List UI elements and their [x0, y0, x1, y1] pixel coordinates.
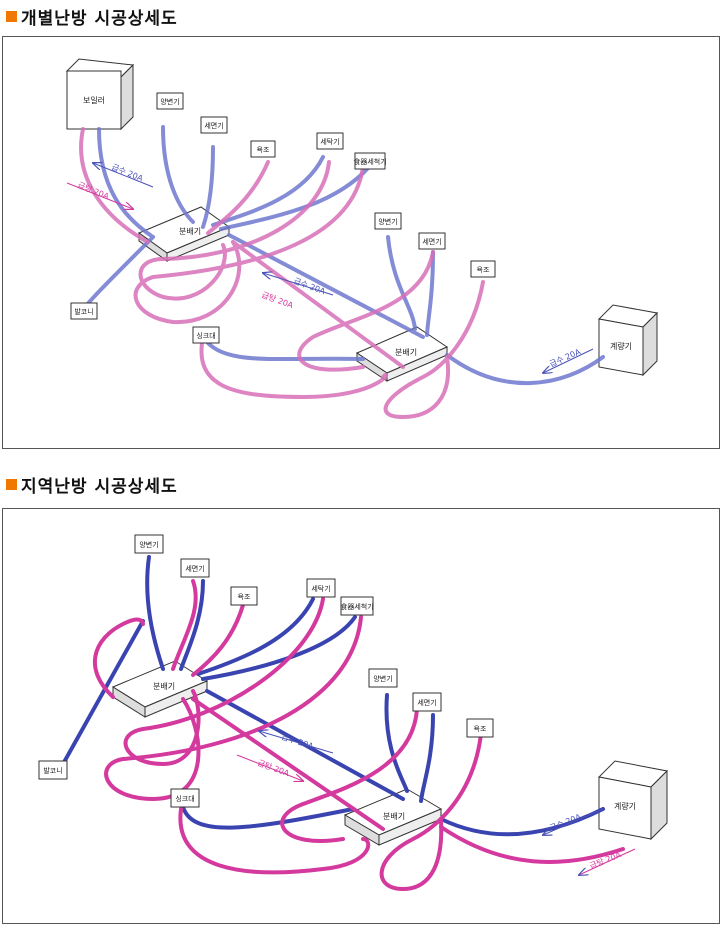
- tag-toilet-1: 양변기: [160, 97, 179, 106]
- manifold-1: [111, 660, 209, 718]
- meter-label: 계량기: [614, 801, 636, 811]
- tag-balcony: 발코니: [74, 307, 93, 316]
- tag-kitchen: 싱크대: [196, 331, 215, 340]
- section-title-district: 지역난방 시공상세도: [6, 472, 178, 497]
- tag-sink-1: 세면기: [204, 121, 223, 130]
- hot-pipes: [93, 579, 625, 892]
- tag-bath-1: 욕조: [238, 593, 251, 601]
- tag-toilet-1: 양변기: [139, 540, 158, 549]
- hot-pipe-label-2: 급탕 20A: [260, 289, 295, 310]
- manifold-2-label: 분배기: [383, 812, 405, 821]
- cold-pipe-label-1: 급수 20A: [110, 163, 144, 184]
- tag-balcony: 발코니: [43, 766, 62, 775]
- cold-pipe-label-3: 급수 20A: [548, 347, 582, 369]
- manifold-2: [355, 326, 449, 382]
- tag-bath-2: 욕조: [474, 725, 487, 733]
- orange-square-icon: [6, 479, 17, 490]
- orange-square-icon: [6, 11, 17, 22]
- section-title-individual: 개별난방 시공상세도: [6, 4, 178, 29]
- meter-unit: [597, 304, 659, 377]
- tag-washer: 세탁기: [320, 137, 339, 146]
- diagram-panel-district: 계량기 분배기 분배기: [2, 508, 720, 924]
- plumbing-diagram-district: 계량기 분배기 분배기: [38, 534, 669, 892]
- tag-dishwasher: 食器세척기: [353, 157, 386, 166]
- cold-pipe-label-1: 급수 20A: [280, 732, 315, 751]
- plumbing-diagram-individual: 보일러 계량기 분배기 분배기: [65, 58, 659, 420]
- hot-pipe-label-1: 급탕 20A: [76, 180, 111, 202]
- manifold-1-label: 분배기: [153, 682, 175, 691]
- cold-pipes: [83, 125, 605, 385]
- manifold-1-label: 분배기: [179, 227, 201, 236]
- tag-toilet-2: 양변기: [373, 674, 392, 683]
- boiler-label: 보일러: [83, 96, 105, 105]
- cold-pipe-label-2: 급수 20A: [548, 812, 582, 833]
- tag-dishwasher: 食器세척기: [340, 602, 373, 611]
- manifold-2: [343, 788, 443, 846]
- boiler-unit: [65, 58, 135, 131]
- tag-sink-1: 세면기: [185, 564, 204, 573]
- cold-pipes: [61, 555, 605, 837]
- tag-bath-2: 욕조: [477, 266, 490, 274]
- tag-toilet-2: 양변기: [378, 217, 397, 226]
- hot-pipes: [79, 127, 485, 420]
- tag-bath-1: 욕조: [257, 146, 270, 154]
- tag-sink-2: 세면기: [417, 698, 436, 707]
- section-title-text: 지역난방 시공상세도: [21, 477, 178, 497]
- meter-label: 계량기: [610, 341, 632, 351]
- diagram-panel-individual: 보일러 계량기 분배기 분배기: [2, 36, 720, 449]
- tag-sink-2: 세면기: [422, 237, 441, 246]
- tag-washer: 세탁기: [311, 584, 330, 593]
- section-title-text: 개별난방 시공상세도: [21, 9, 178, 29]
- tag-kitchen: 싱크대: [175, 794, 194, 803]
- manifold-2-label: 분배기: [395, 348, 417, 357]
- meter-unit: [597, 760, 669, 841]
